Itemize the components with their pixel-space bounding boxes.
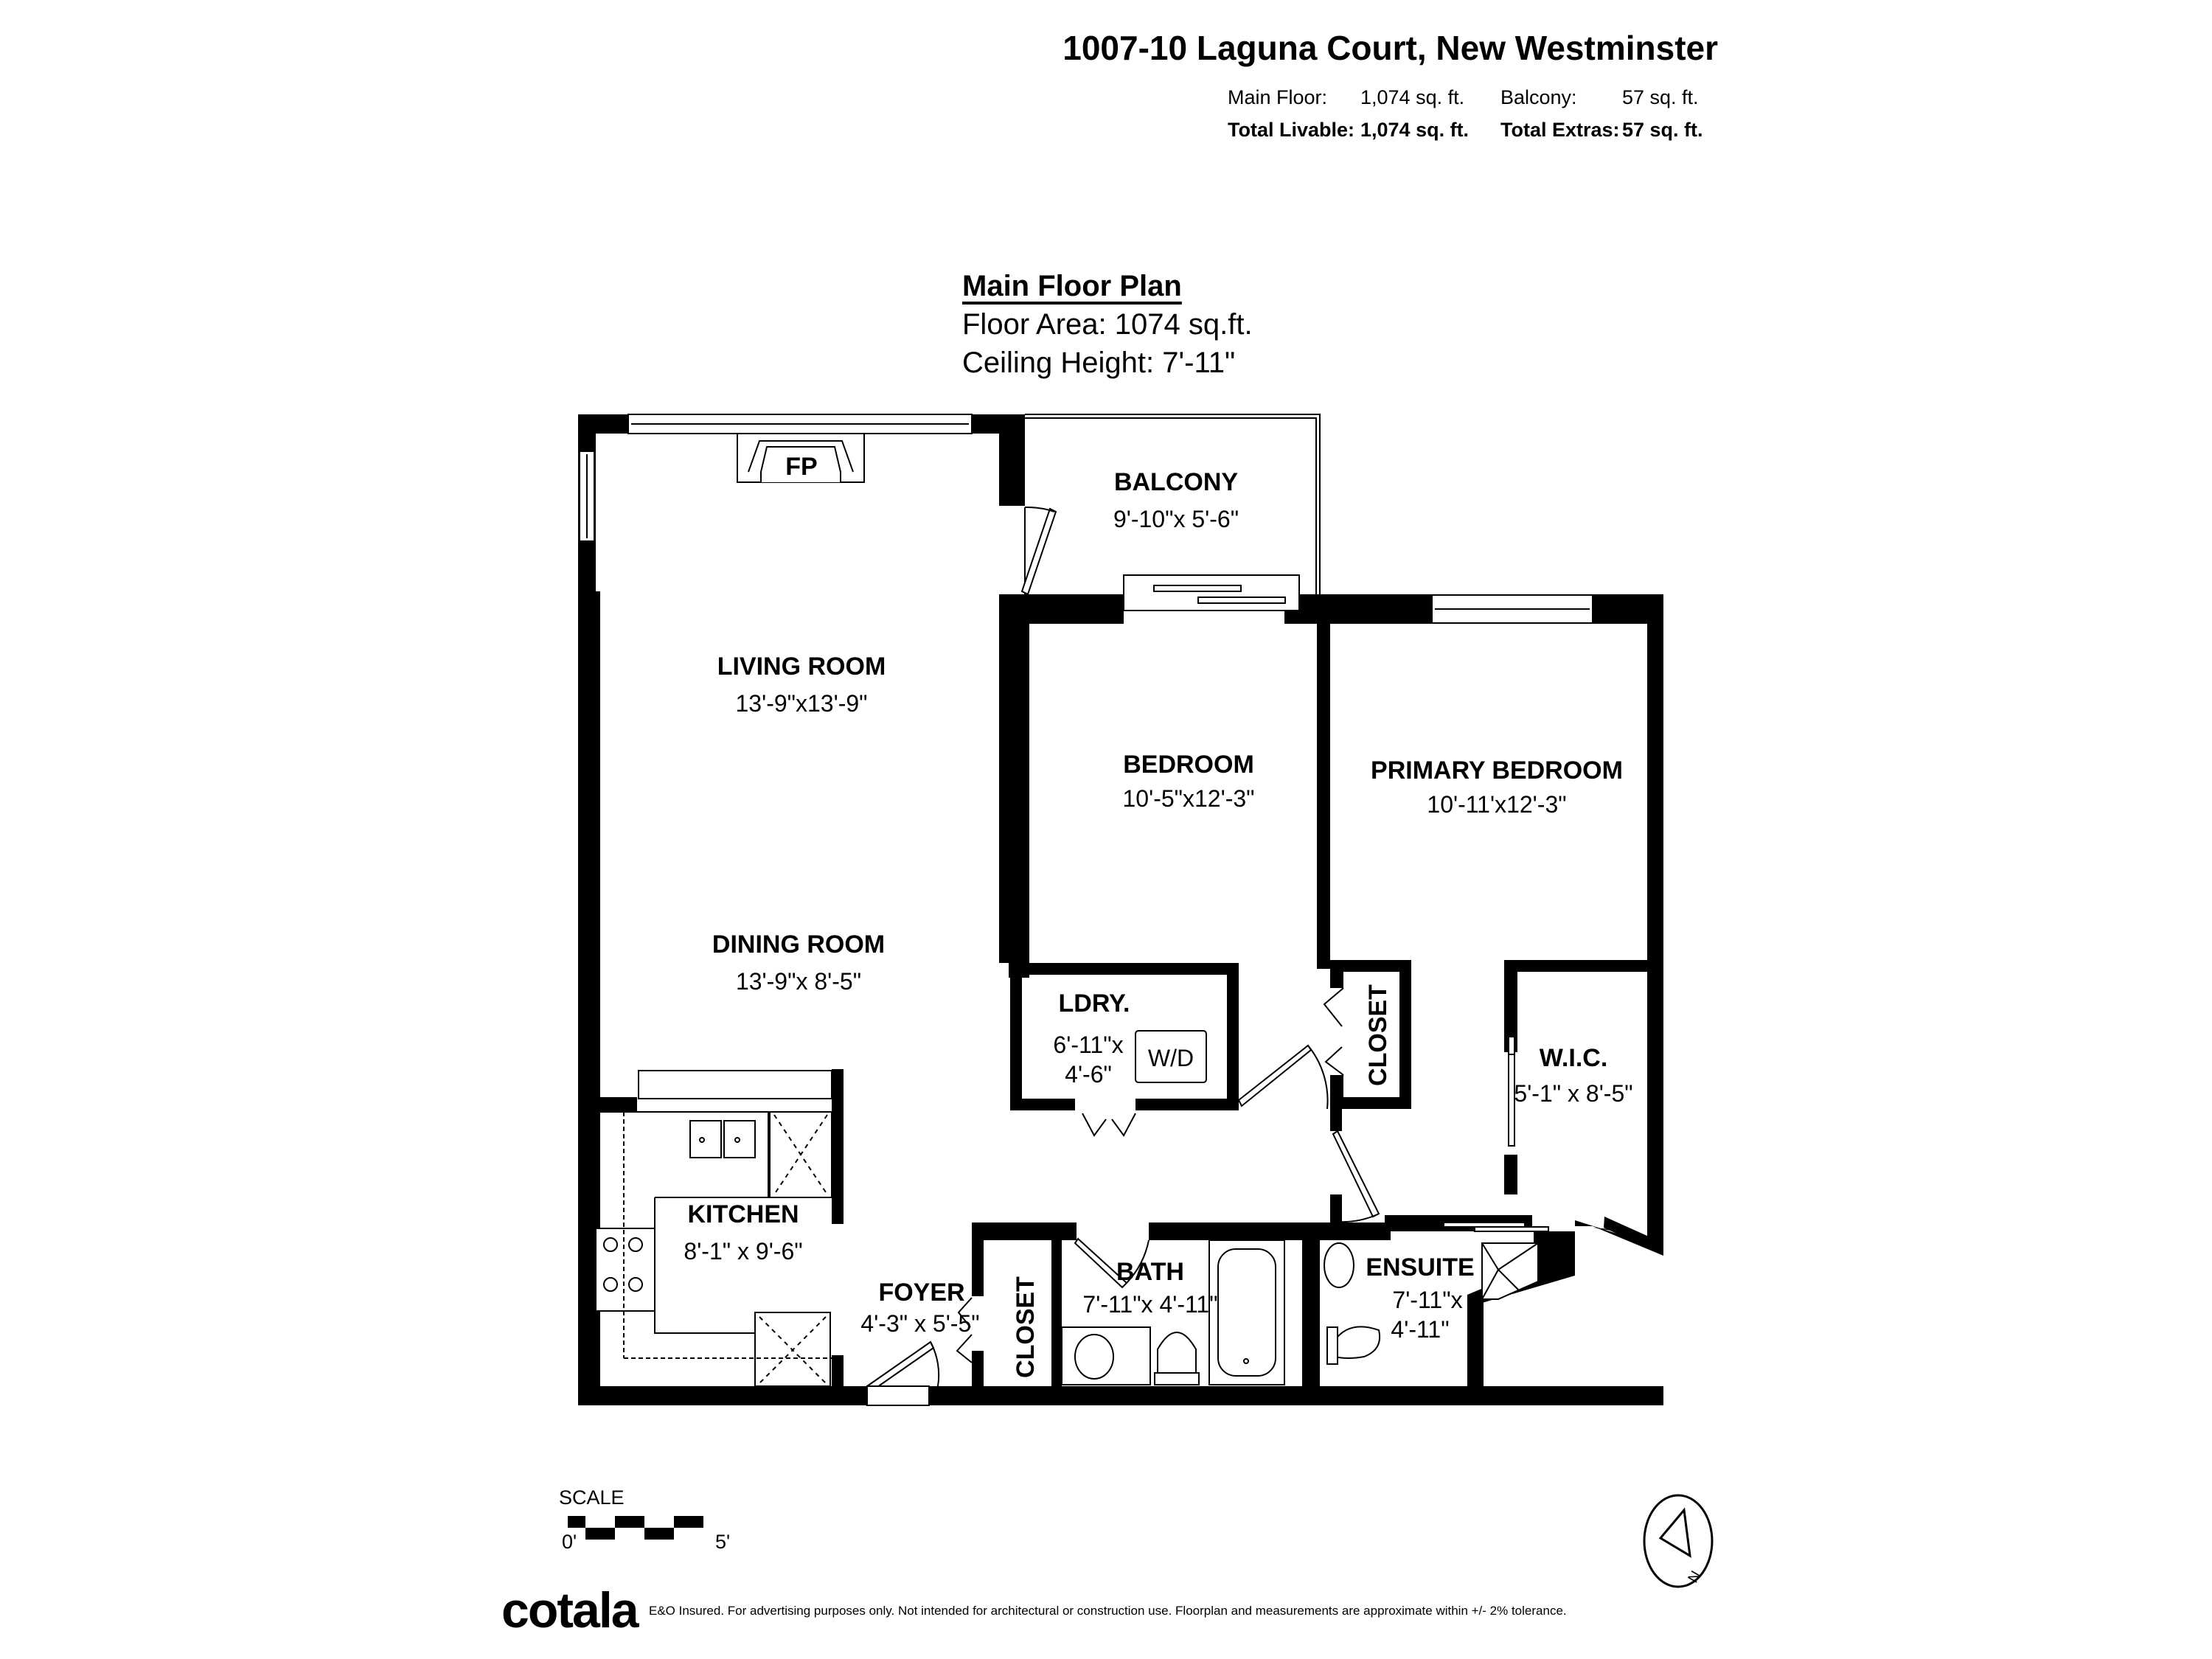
ceiling-height: Ceiling Height: 7'-11" <box>962 347 1236 379</box>
total-livable-value: 1,074 sq. ft. <box>1360 119 1470 141</box>
foyer-name: FOYER <box>878 1279 964 1307</box>
property-address: 1007-10 Laguna Court, New Westminster <box>1062 29 1718 67</box>
cotala-logo: cotala <box>501 1582 639 1638</box>
wic-dims: 5'-1" x 8'-5" <box>1514 1080 1632 1107</box>
bedroom-dims: 10'-5"x12'-3" <box>1122 785 1254 812</box>
bath-fixtures <box>1061 1239 1285 1385</box>
main-floor-label: Main Floor: <box>1228 86 1328 108</box>
dining-room-dims: 13'-9"x 8'-5" <box>736 968 861 995</box>
room-labels: LIVING ROOM 13'-9"x13'-9" DINING ROOM 13… <box>684 468 1632 1378</box>
dining-room-name: DINING ROOM <box>712 931 885 959</box>
fireplace-label: FP <box>785 453 817 481</box>
scale-min: 0' <box>562 1531 577 1553</box>
balcony-label: Balcony: <box>1500 86 1577 108</box>
living-room-dims: 13'-9"x13'-9" <box>735 690 867 717</box>
area-row-main: Main Floor: 1,074 sq. ft. Balcony: 57 sq… <box>1228 81 1711 114</box>
plan-heading: Main Floor Plan Floor Area: 1074 sq.ft. … <box>962 267 1253 382</box>
fireplace <box>737 433 865 483</box>
bath-dims: 7'-11"x 4'-11" <box>1082 1291 1217 1318</box>
total-livable-label: Total Livable: <box>1228 119 1355 141</box>
laundry-dims: 6'-11"x <box>1053 1032 1123 1058</box>
bath-name: BATH <box>1116 1258 1184 1286</box>
plan-title: Main Floor Plan <box>962 270 1182 302</box>
balcony-railing <box>1025 414 1321 594</box>
area-row-total: Total Livable: 1,074 sq. ft. Total Extra… <box>1228 114 1711 146</box>
ensuite-dims-2: 4'-11" <box>1391 1316 1449 1343</box>
balcony-name: BALCONY <box>1114 468 1238 496</box>
laundry-dims-2: 4'-6" <box>1065 1061 1112 1088</box>
balcony-dims: 9'-10"x 5'-6" <box>1113 506 1239 532</box>
foyer-dims: 4'-3" x 5'-5" <box>860 1310 979 1337</box>
primary-bedroom-name: PRIMARY BEDROOM <box>1371 757 1623 785</box>
ensuite-name: ENSUITE <box>1366 1253 1474 1281</box>
living-room-name: LIVING ROOM <box>717 653 886 681</box>
primary-bedroom-dims: 10'-11'x12'-3" <box>1427 791 1566 818</box>
washer-dryer <box>1135 1030 1207 1083</box>
foyer-closet-name: CLOSET <box>1012 1276 1040 1378</box>
washer-dryer-label: W/D <box>1148 1045 1194 1071</box>
floor-area: Floor Area: 1074 sq.ft. <box>962 308 1253 341</box>
primary-closet-name: CLOSET <box>1364 984 1392 1086</box>
total-extras-value: 57 sq. ft. <box>1622 119 1703 141</box>
laundry-name: LDRY. <box>1059 990 1130 1018</box>
compass-icon: N <box>1643 1494 1714 1588</box>
total-extras-label: Total Extras: <box>1500 119 1620 141</box>
bedroom-name: BEDROOM <box>1123 751 1254 779</box>
ensuite-dims: 7'-11"x <box>1392 1287 1462 1313</box>
balcony-value: 57 sq. ft. <box>1622 86 1699 108</box>
scale-max: 5' <box>715 1531 731 1553</box>
kitchen-dims: 8'-1" x 9'-6" <box>684 1238 802 1265</box>
kitchen-name: KITCHEN <box>687 1200 799 1228</box>
scale-bar <box>568 1516 703 1540</box>
wic-name: W.I.C. <box>1540 1044 1608 1072</box>
compass-north-label: N <box>1685 1568 1704 1586</box>
kitchen-cabinets <box>595 1070 832 1387</box>
windows <box>579 414 1593 624</box>
ensuite-fixtures <box>1324 1242 1539 1365</box>
main-floor-value: 1,074 sq. ft. <box>1360 86 1465 108</box>
doors <box>866 506 1549 1406</box>
area-summary: Main Floor: 1,074 sq. ft. Balcony: 57 sq… <box>1228 81 1711 146</box>
scale-label: SCALE <box>559 1486 625 1509</box>
disclaimer: E&O Insured. For advertising purposes on… <box>649 1604 1567 1618</box>
